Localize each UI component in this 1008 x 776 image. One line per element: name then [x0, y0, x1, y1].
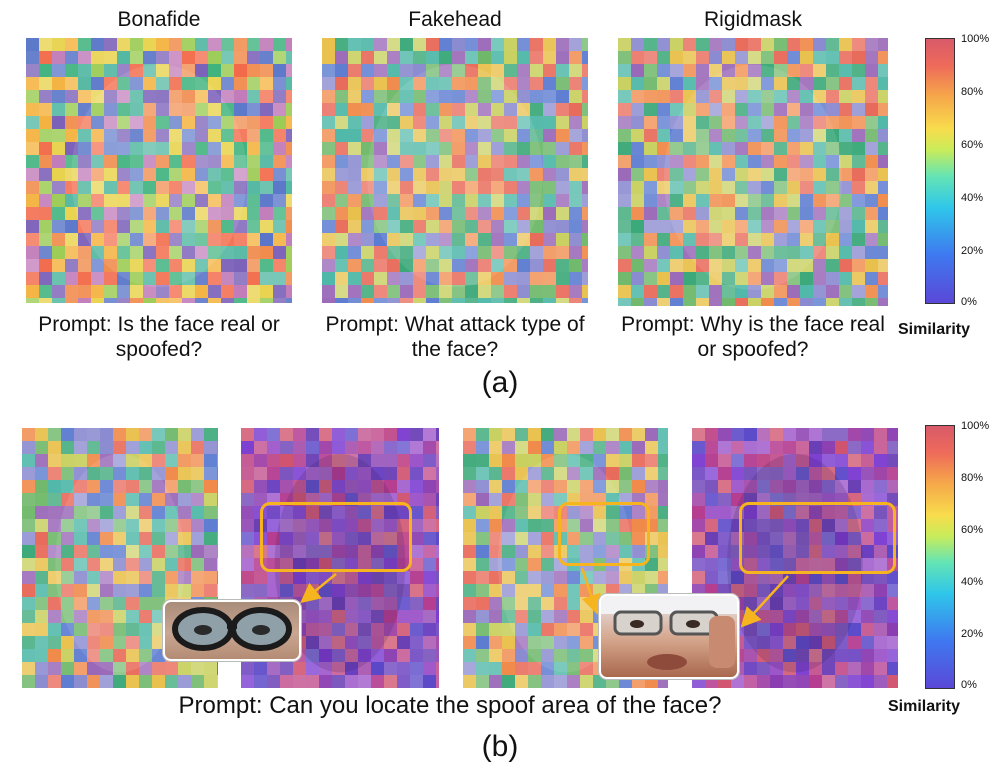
colorbar-a-tick-20: 20% [961, 245, 984, 257]
colorbar-a-tick-100: 100% [961, 33, 990, 45]
prompt-rigidmask: Prompt: Why is the face real or spoofed? [621, 313, 885, 362]
column-title-rigidmask: Rigidmask [703, 8, 803, 31]
spoof-area-callout-1 [260, 502, 412, 572]
colorbar-b-gradient [925, 425, 955, 689]
bonafide-heatmap-image [26, 38, 292, 303]
panel-label-a: (a) [481, 366, 519, 399]
colorbar-b-tick-80: 80% [961, 472, 984, 484]
panel-label-b: (b) [481, 730, 519, 763]
colorbar-a-title: Similarity [898, 321, 971, 338]
spoof-area-callout-2 [558, 502, 650, 566]
colorbar-a-tick-60: 60% [961, 139, 984, 151]
prompt-bonafide: Prompt: Is the face real or spoofed? [38, 313, 280, 362]
colorbar-b-tick-60: 60% [961, 524, 984, 536]
eyeglasses-inset-photo-2 [599, 594, 739, 679]
colorbar-a-tick-80: 80% [961, 86, 984, 98]
paper-glasses-attack-localization-map [692, 428, 898, 688]
colorbar-a-tick-40: 40% [961, 192, 984, 204]
column-title-bonafide: Bonafide [117, 8, 201, 31]
prompt-localization: Prompt: Can you locate the spoof area of… [178, 692, 722, 719]
prompt-fakehead: Prompt: What attack type of the face? [325, 313, 585, 362]
colorbar-a-gradient [925, 38, 955, 304]
colorbar-b-tick-0: 0% [961, 679, 977, 691]
colorbar-b-tick-100: 100% [961, 420, 990, 432]
eyeglasses-inset-photo-1 [163, 600, 301, 661]
colorbar-b-tick-20: 20% [961, 628, 984, 640]
spoof-area-callout-3 [739, 502, 896, 574]
glasses-attack-heatmap-image [22, 428, 218, 688]
fakehead-heatmap-image [322, 38, 588, 303]
colorbar-a-tick-0: 0% [961, 296, 977, 308]
colorbar-b-title: Similarity [888, 698, 961, 715]
rigidmask-heatmap-image [618, 38, 888, 306]
glasses-attack-localization-map [241, 428, 439, 688]
column-title-fakehead: Fakehead [408, 8, 502, 31]
colorbar-b-tick-40: 40% [961, 576, 984, 588]
